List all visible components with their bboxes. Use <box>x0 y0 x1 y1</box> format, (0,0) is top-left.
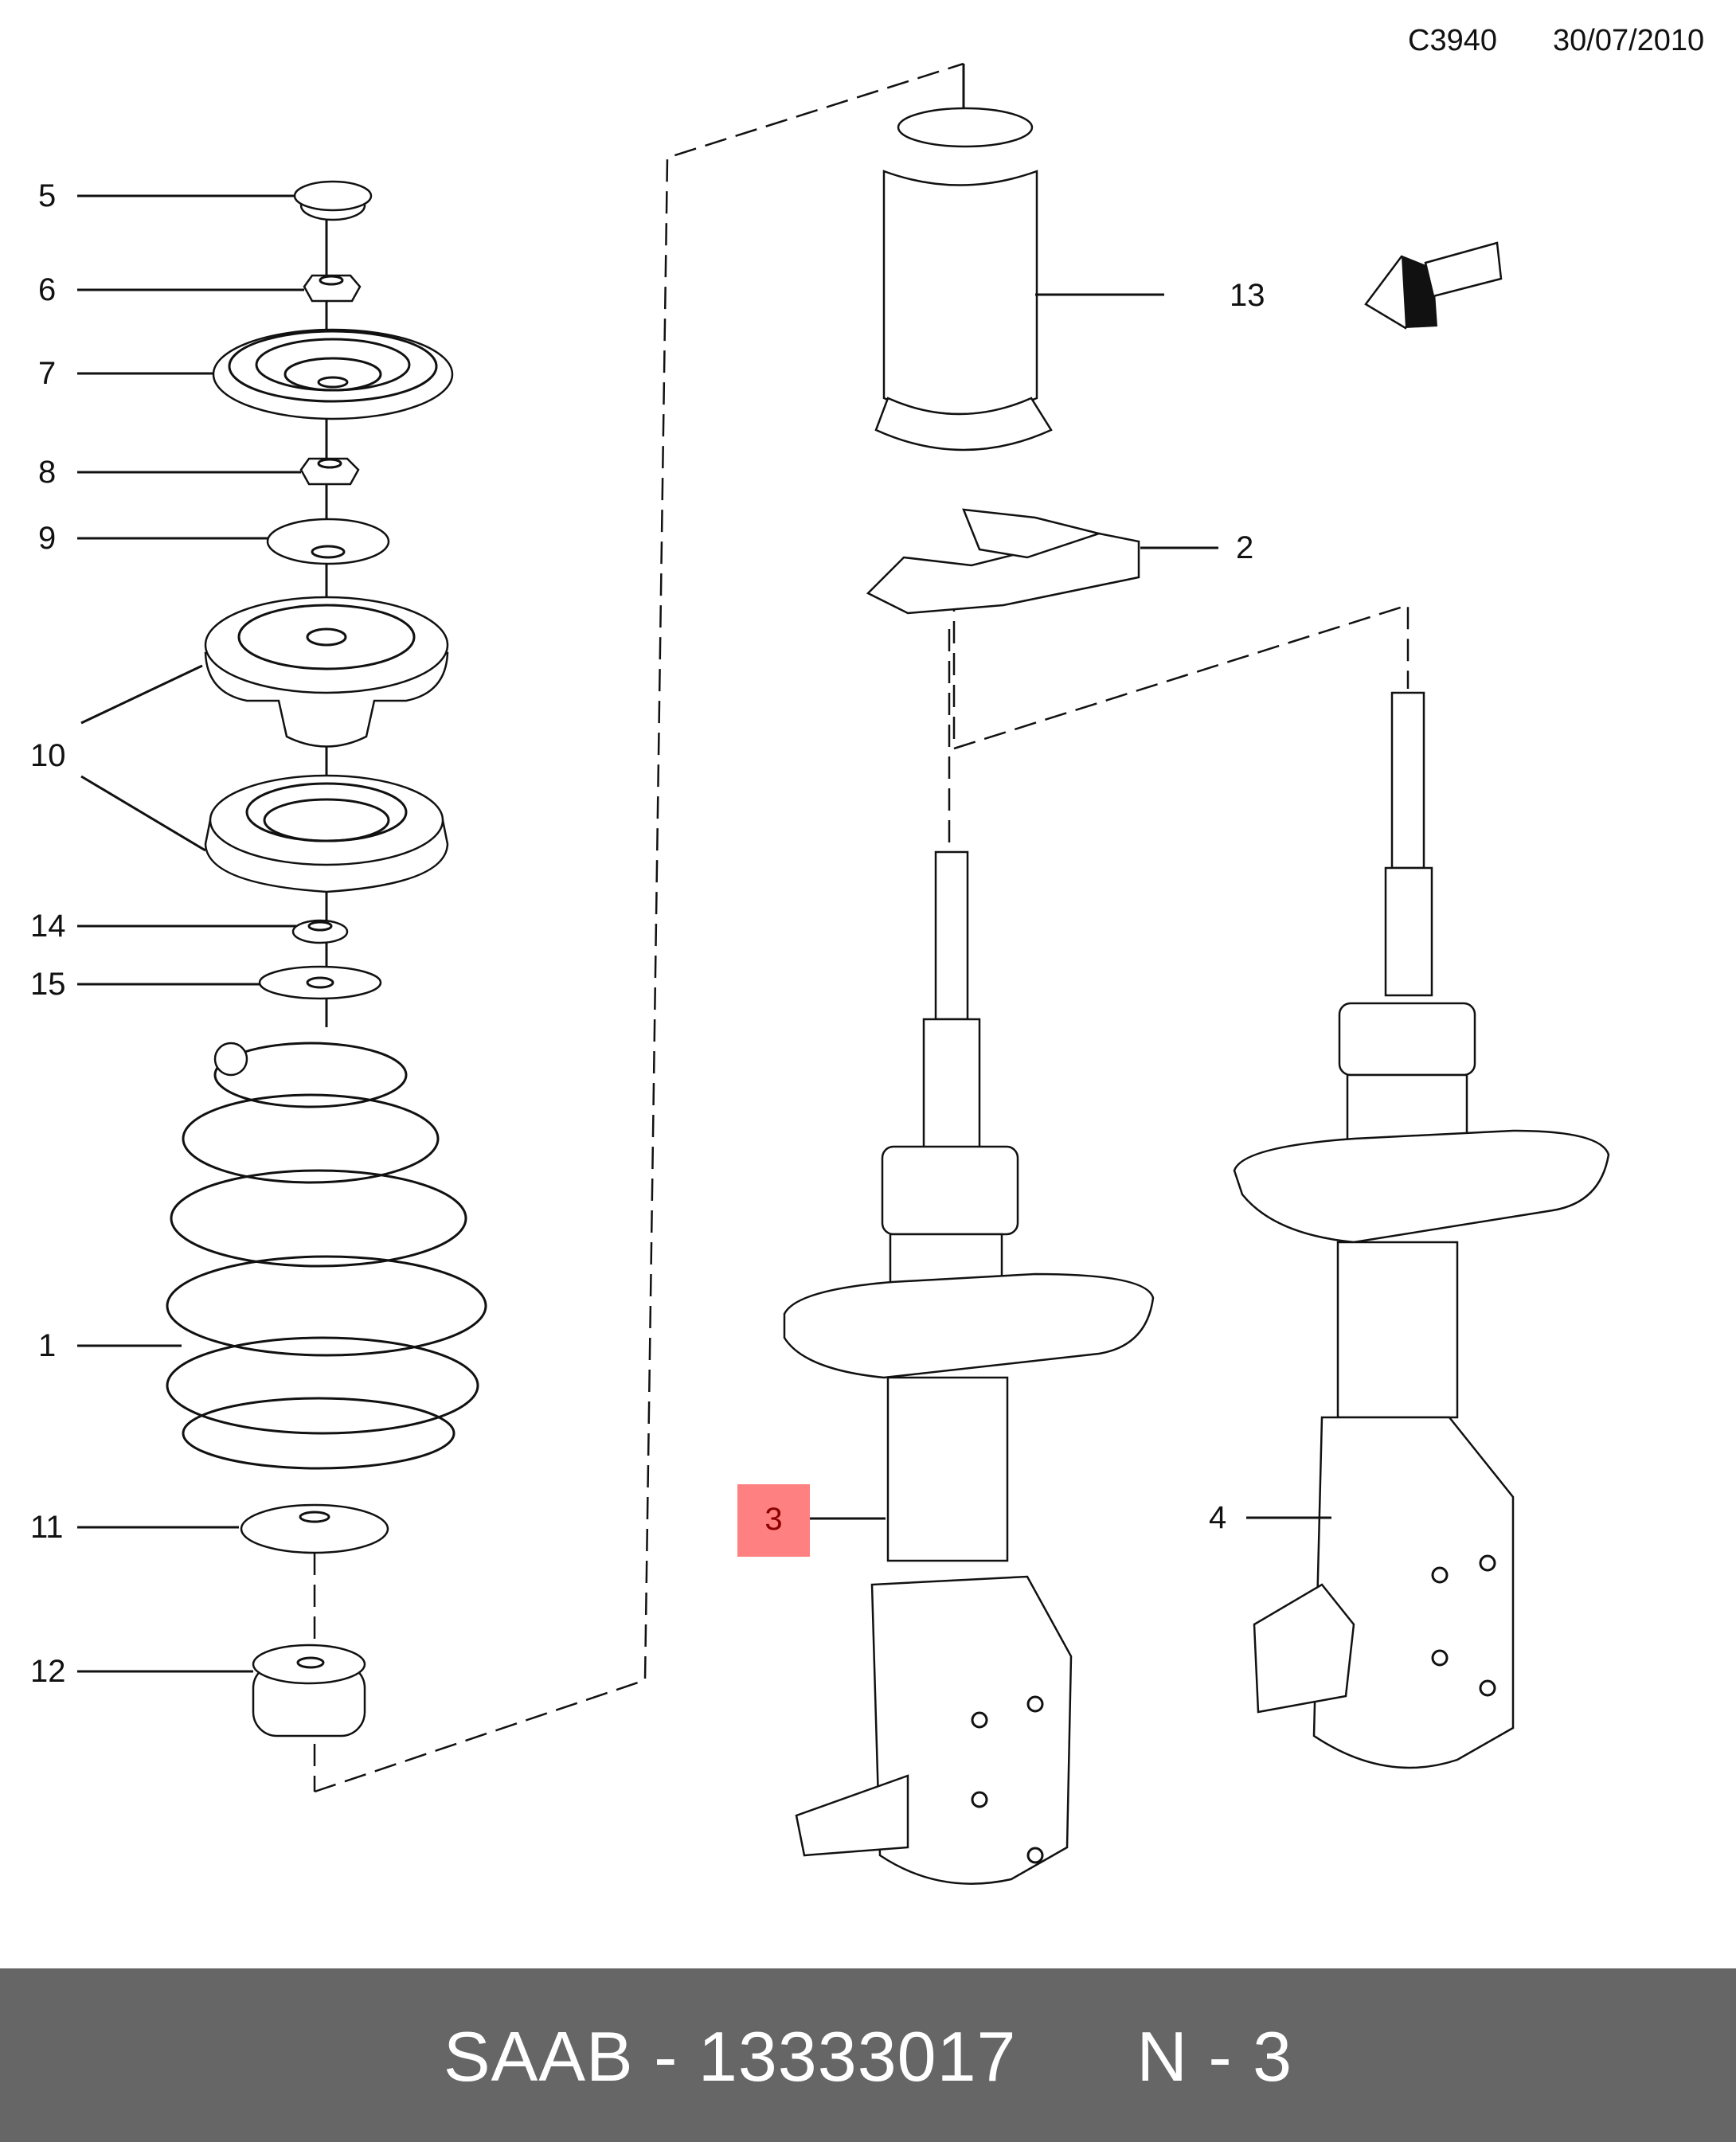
dashed-connector-left <box>314 62 964 1793</box>
callout-1: 1 <box>38 1328 57 1363</box>
callout-3-highlight: 3 <box>737 1484 810 1557</box>
callout-13: 13 <box>1230 278 1265 313</box>
callout-4: 4 <box>1209 1500 1227 1535</box>
part-number: 13333017 <box>698 2017 1017 2096</box>
callout-7: 7 <box>38 356 57 391</box>
callout-6: 6 <box>38 272 57 307</box>
part-14-spacer <box>291 919 349 944</box>
part-3-strut <box>783 850 1155 1885</box>
leader-lines-left <box>77 194 304 1673</box>
part-11-spring-seat <box>240 1503 389 1554</box>
diagram-date: 30/07/2010 <box>1553 24 1705 57</box>
part-6-nut <box>303 274 362 303</box>
callout-9: 9 <box>38 521 57 556</box>
callout-14: 14 <box>30 909 66 944</box>
part-1-coil-spring <box>166 1042 487 1470</box>
part-7-top-mount <box>212 328 454 420</box>
callout-3: 3 <box>764 1502 783 1537</box>
callout-11: 11 <box>30 1510 64 1545</box>
part-5-cap <box>293 180 373 221</box>
position-label: N - 3 <box>1136 2017 1293 2096</box>
part-4-strut <box>1233 691 1610 1769</box>
part-info-footer: SAAB - 13333017 N - 3 <box>0 1968 1736 2142</box>
callout-10: 10 <box>30 738 66 773</box>
callout-2: 2 <box>1236 530 1254 565</box>
callout-5: 5 <box>38 178 57 213</box>
part-10-upper-mount <box>204 596 449 748</box>
exploded-parts-diagram <box>77 62 1610 1885</box>
dashed-connector-right <box>952 589 1410 750</box>
separator: - <box>654 2017 678 2096</box>
callout-12: 12 <box>30 1654 66 1689</box>
front-direction-arrow-icon <box>1364 241 1503 330</box>
part-10-bearing <box>204 774 449 893</box>
part-8-nut <box>299 457 360 486</box>
part-2-spring-insulator <box>866 508 1218 615</box>
part-15-washer <box>258 965 382 1000</box>
brand-name: SAAB <box>443 2017 634 2096</box>
diagram-code: C3940 <box>1408 24 1497 57</box>
callout-15: 15 <box>30 967 66 1002</box>
part-12-bump-stop <box>252 1644 366 1737</box>
callout-8: 8 <box>38 455 57 490</box>
footer-text: SAAB - 13333017 N - 3 <box>0 2016 1736 2097</box>
part-13-dust-boot <box>874 64 1164 451</box>
part-9-washer <box>266 518 390 565</box>
